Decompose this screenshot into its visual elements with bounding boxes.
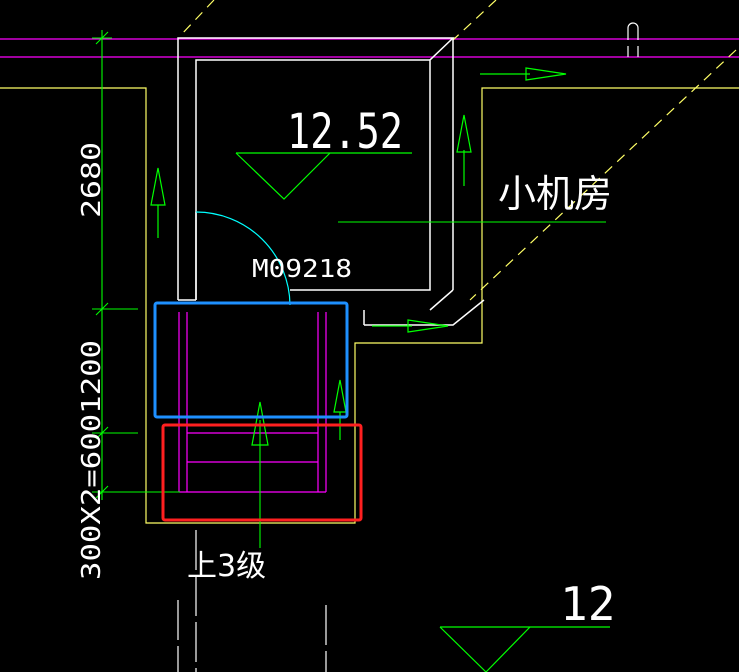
elevation-marker-lower [439,626,610,672]
arrow-right-top [480,67,567,81]
arrow-up-right [456,114,472,186]
dimension-label-2680: 2680 [77,142,107,218]
stair-lines [178,312,327,493]
magenta-axis-lines [0,38,739,58]
bottom-column-lines [177,530,327,672]
yellow-outline [0,87,739,524]
door-code-label: M09218 [252,254,352,283]
elevation-label-lower: 12 [560,577,615,631]
blue-highlight-box[interactable] [153,301,349,419]
column-symbol [627,22,639,57]
elevation-marker-upper [235,152,412,200]
red-highlight-box[interactable] [161,423,363,522]
door-swing [195,211,291,306]
arrow-up-stair-right [333,379,347,440]
flow-arrows [150,67,567,446]
arrow-right-mid [372,319,449,333]
arrow-up-left [150,167,166,238]
room-name-label: 小机房 [498,172,612,216]
dimension-label-stair: 300X2=6001200 [77,340,107,580]
elevation-label-upper: 12.52 [287,104,403,160]
yellow-dashed-diagonals [179,0,737,301]
stair-note-label: 上3级 [187,549,266,584]
dimension-lines [92,30,606,548]
